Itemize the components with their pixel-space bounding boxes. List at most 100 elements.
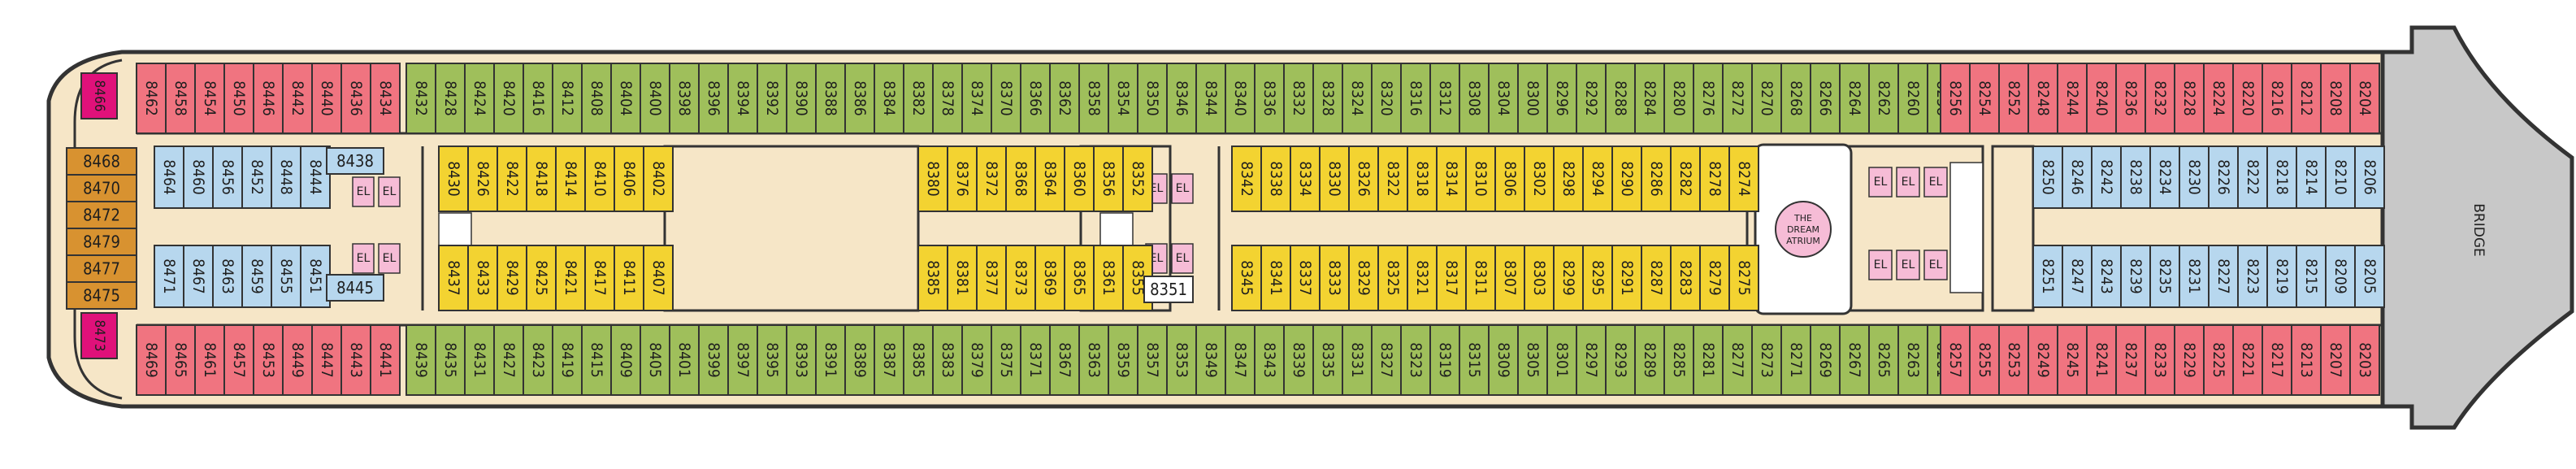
cabin-number: 8368 [1012,161,1030,197]
cabin-cell [2296,145,2327,209]
cabin-number: 8437 [445,260,462,296]
cabin-cell [2349,63,2380,134]
cabin-number: 8284 [1641,80,1659,116]
cabin-cell [2291,324,2322,396]
cabin-number: 8416 [529,80,547,116]
cabin-number: 8285 [1670,342,1688,378]
cabin-number: 8350 [1143,80,1161,116]
cabin-cell [1034,245,1065,311]
cabin-cell [1093,145,1124,212]
cabin-number: 8252 [2005,80,2023,116]
cabin-number: 8477 [83,259,120,279]
cabin-cell [1459,324,1490,396]
cabin-cell [844,63,875,134]
cabin-number: 8405 [646,342,664,378]
cabin-cell [1436,245,1467,311]
cabin-cell [2296,245,2327,308]
cabin-cell [757,63,787,134]
cabin-number: 8351 [1150,280,1187,299]
cabin-cell [2237,245,2268,308]
cabin-number: 8467 [189,258,207,294]
cabin-number: 8274 [1735,161,1753,197]
cabin-number: 8215 [2302,258,2320,294]
cabin-number: 8468 [83,152,120,172]
cabin-number: 8361 [1099,260,1117,296]
cabin-number: 8283 [1676,260,1694,296]
cabin-cell [2349,324,2380,396]
cabin-cell [497,245,527,311]
cabin-number: 8225 [2210,342,2227,378]
cabin-cell [698,63,729,134]
cabin-number: 8427 [500,342,518,378]
cabin-number: 8223 [2244,258,2262,294]
cabin-cell [1371,63,1402,134]
cabin-number: 8267 [1845,342,1863,378]
cabin-cell [467,245,498,311]
cabin-number: 8260 [1904,80,1922,116]
cabin-cell [1283,63,1314,134]
cabin-cell [1319,245,1350,311]
elevator-label: EL [1929,176,1943,189]
cabin-cell [991,324,1021,396]
cabin-cell [405,63,436,134]
cabin-cell [136,63,167,134]
cabin-number: 8475 [83,286,120,306]
cabin-number: 8306 [1501,161,1519,197]
cabin-number: 8444 [306,159,324,195]
cabin-number: 8396 [705,80,722,116]
cabin-number: 8388 [822,80,839,116]
cabin-number: 8469 [142,342,160,378]
cabin-cell [1728,245,1759,311]
elevator-label: EL [1902,258,1915,271]
cabin-cell [2354,245,2385,308]
cabin-number: 8279 [1706,260,1724,296]
cabin-number: 8359 [1114,342,1132,378]
cabin-cell [493,63,524,134]
cabin-cell [2203,324,2234,396]
cabin-cell [2179,145,2210,209]
cabin-cell [1400,63,1431,134]
cabin-cell [1407,245,1438,311]
cabin-number: 8246 [2068,159,2086,195]
cabin-number: 8282 [1676,161,1694,197]
cabin-cell [1231,245,1262,311]
cabin-number: 8425 [532,260,550,296]
cabin-number: 8420 [500,80,518,116]
cabin-number: 8289 [1641,342,1659,378]
cabin-cell [555,145,586,212]
cabin-number: 8391 [822,342,839,378]
cabin-cell [271,145,301,209]
cabin-number: 8256 [1946,80,1964,116]
cabin-number: 8356 [1099,161,1117,197]
cabin-number: 8290 [1618,161,1636,197]
cabin-number: 8352 [1129,161,1147,197]
cabin-number: 8419 [558,342,576,378]
cabin-number: 8262 [1875,80,1893,116]
cabin-number: 8224 [2210,80,2227,116]
cabin-cell [1940,324,1971,396]
cabin-cell [1897,324,1928,396]
cabin-number: 8307 [1501,260,1519,296]
cabin-cell [2325,145,2356,209]
cabin-cell [961,324,992,396]
cabin-number: 8204 [2356,80,2374,116]
bridge-area [2380,25,2574,430]
cabin-cell [815,63,846,134]
cabin-cell [2027,324,2058,396]
cabin-number: 8217 [2268,342,2286,378]
cabin-number: 8277 [1728,342,1746,378]
cabin-number: 8228 [2180,80,2198,116]
elevator-label: EL [1176,182,1190,195]
cabin-number: 8341 [1267,260,1285,296]
cabin-cell [1312,63,1343,134]
cabin-cell [932,63,963,134]
cabin-cell [698,324,729,396]
cabin-number: 8358 [1085,80,1103,116]
cabin-cell [370,63,401,134]
cabin-number: 8454 [201,80,219,116]
cabin-cell [917,145,948,212]
cabin-number: 8384 [880,80,898,116]
cabin-number: 8278 [1706,161,1724,197]
cabin-number: 8314 [1442,161,1460,197]
stairs [438,162,1984,293]
